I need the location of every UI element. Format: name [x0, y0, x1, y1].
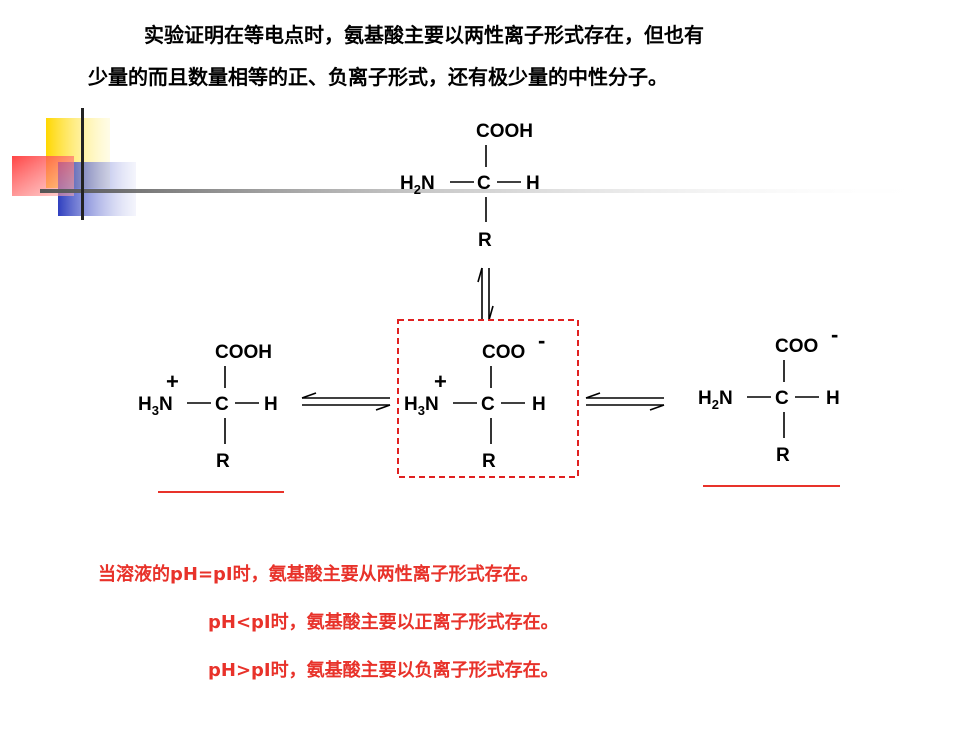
mid-coo-label: COO: [482, 342, 525, 363]
mid-plus-charge: +: [434, 369, 447, 394]
left-h3n-label: H3N: [138, 394, 173, 418]
right-equilibrium-arrow: [585, 392, 665, 411]
top-cooh-label: COOH: [476, 121, 533, 142]
right-coo-label: COO: [775, 336, 818, 357]
zwitterion-highlight-box: [397, 319, 579, 478]
ornament-vertical-rule: [81, 108, 84, 220]
intro-line-2: 少量的而且数量相等的正、负离子形式，还有极少量的中性分子。: [88, 65, 668, 89]
right-h2n-label: H2N: [698, 388, 733, 412]
structure-zwitterion: COO - + H3N C H R: [404, 328, 546, 472]
top-h2n-label: H2N: [400, 173, 435, 197]
right-minus-charge: -: [831, 322, 838, 347]
top-h-label: H: [526, 173, 540, 194]
top-r-label: R: [478, 230, 492, 251]
note-basic: pH>pI时，氨基酸主要以负离子形式存在。: [208, 660, 559, 681]
structure-cation: COOH + H3N C H R: [138, 342, 278, 472]
right-r-label: R: [776, 445, 790, 466]
mid-h-label: H: [532, 394, 546, 415]
left-r-label: R: [216, 451, 230, 472]
mid-h3n-label: H3N: [404, 394, 439, 418]
intro-line-1: 实验证明在等电点时，氨基酸主要以两性离子形式存在，但也有: [144, 23, 704, 47]
left-plus-charge: +: [166, 369, 179, 394]
left-carbon-label: C: [215, 394, 229, 415]
mid-r-label: R: [482, 451, 496, 472]
right-carbon-label: C: [775, 388, 789, 409]
right-h-label: H: [826, 388, 840, 409]
vertical-equilibrium-arrow: [477, 267, 494, 321]
left-cooh-label: COOH: [215, 342, 272, 363]
top-carbon-label: C: [477, 173, 491, 194]
left-equilibrium-arrow: [301, 392, 391, 411]
structure-neutral-molecule: COOH H2N C H R: [400, 121, 540, 251]
structure-anion: COO - H2N C H R: [698, 322, 840, 466]
ornament-horizontal-rule: [40, 189, 940, 193]
mid-carbon-label: C: [481, 394, 495, 415]
left-h-label: H: [264, 394, 278, 415]
note-acidic: pH<pI时，氨基酸主要以正离子形式存在。: [208, 612, 559, 633]
note-isoelectric: 当溶液的pH=pI时，氨基酸主要从两性离子形式存在。: [98, 564, 539, 585]
intro-paragraph: 实验证明在等电点时，氨基酸主要以两性离子形式存在，但也有 少量的而且数量相等的正…: [88, 14, 928, 98]
mid-minus-charge: -: [538, 328, 545, 353]
